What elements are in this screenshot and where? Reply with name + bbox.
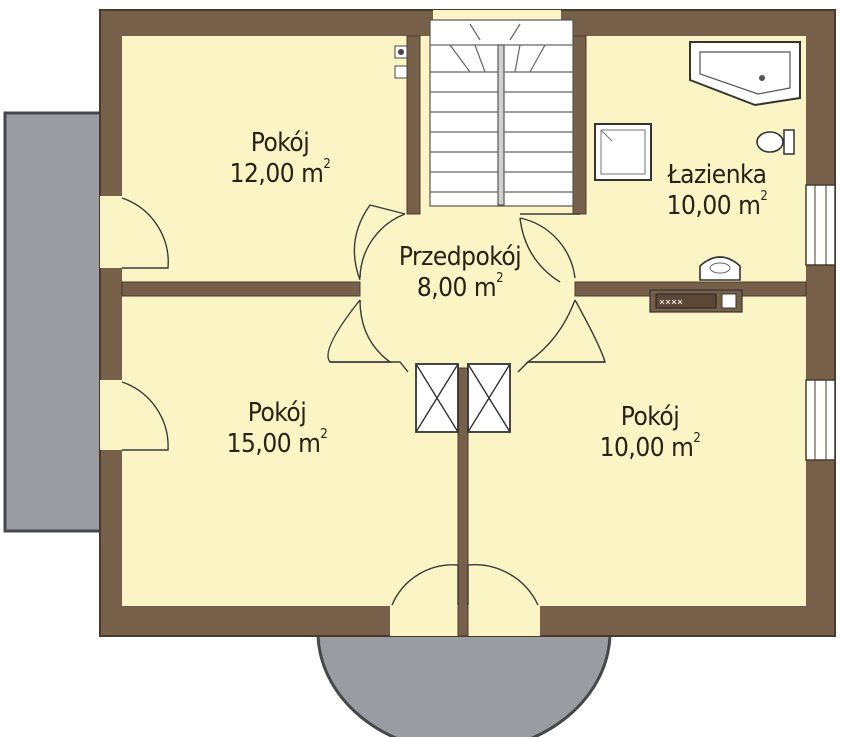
- bottom-balcony: [316, 630, 612, 737]
- left-door-gap-1: [100, 196, 122, 268]
- room-name: Pokój: [250, 128, 310, 158]
- closet-right: [467, 363, 511, 433]
- room-area: 12,00 m2: [229, 156, 331, 189]
- door-swing-icon: [353, 204, 406, 281]
- door-swing-icon: [121, 197, 169, 269]
- room-name: Pokój: [247, 398, 307, 428]
- washbasin-icon: [699, 256, 741, 281]
- room-area: 10,00 m2: [599, 430, 701, 463]
- toilet-icon: [756, 129, 795, 155]
- door-swing-icon: [519, 217, 576, 279]
- window-icon: [805, 184, 836, 266]
- room-name: Łazienka: [667, 160, 767, 190]
- stairs-icon: [429, 19, 574, 207]
- door-swing-icon: [391, 564, 459, 606]
- room-name: Przedpokój: [398, 242, 522, 272]
- left-balcony: [3, 111, 104, 533]
- room-area: 15,00 m2: [226, 426, 328, 459]
- room-label-pokoj-3: Pokój 10,00 m2: [585, 402, 715, 463]
- door-swing-icon: [467, 563, 539, 606]
- left-door-gap-2: [100, 380, 122, 450]
- room-label-pokoj-2: Pokój 15,00 m2: [212, 398, 342, 459]
- shower-icon: [594, 123, 652, 181]
- door-swing-icon: [517, 361, 605, 373]
- door-swing-icon: [121, 381, 169, 451]
- interior-walls: [121, 35, 807, 637]
- door-swing-icon: [330, 361, 409, 373]
- room-name: Pokój: [620, 402, 680, 432]
- room-area: 8,00 m2: [416, 270, 504, 303]
- room-label-pokoj-1: Pokój 12,00 m2: [215, 128, 345, 189]
- door-swing-icon: [519, 217, 561, 283]
- chimney-icon: [394, 45, 408, 79]
- svg-text:××××: ××××: [659, 297, 683, 308]
- closet-left: [415, 363, 459, 433]
- room-label-przedpokoj: Przedpokój 8,00 m2: [380, 242, 540, 303]
- window-icon: [805, 379, 836, 461]
- stove-icon: ××××: [649, 289, 743, 313]
- bathtub-icon: [689, 41, 801, 107]
- door-swing-icon: [359, 213, 406, 279]
- room-area: 10,00 m2: [666, 188, 768, 221]
- room-label-lazienka: Łazienka 10,00 m2: [652, 160, 782, 221]
